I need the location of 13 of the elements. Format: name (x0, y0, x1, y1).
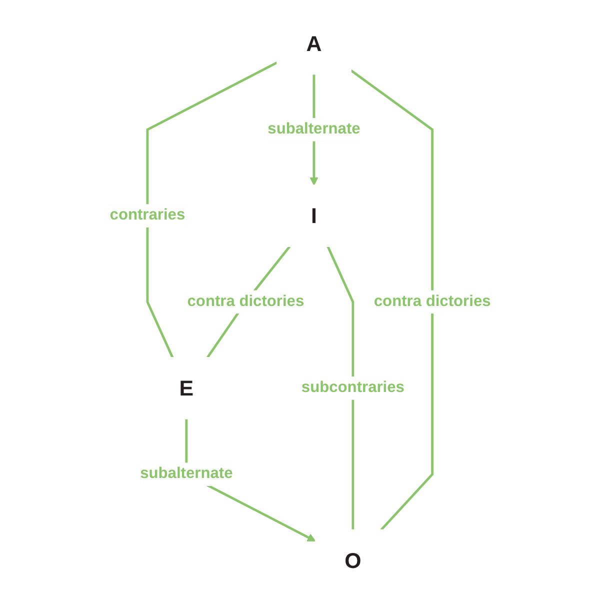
edge-label: contra dictories (186, 293, 304, 310)
node-text: I (310, 204, 317, 228)
node-text: O (344, 548, 361, 573)
edge-label: contra dictories (374, 293, 490, 310)
edge-label: subalternate (267, 120, 360, 138)
node-text: E (178, 376, 194, 400)
edge-label: subalternate (140, 466, 232, 482)
connector (146, 62, 278, 358)
edge-label: contraries (110, 207, 185, 224)
connector (326, 246, 354, 530)
node-text: A (306, 31, 322, 56)
edge-label: subcontraries (301, 379, 404, 396)
connector (350, 69, 434, 531)
